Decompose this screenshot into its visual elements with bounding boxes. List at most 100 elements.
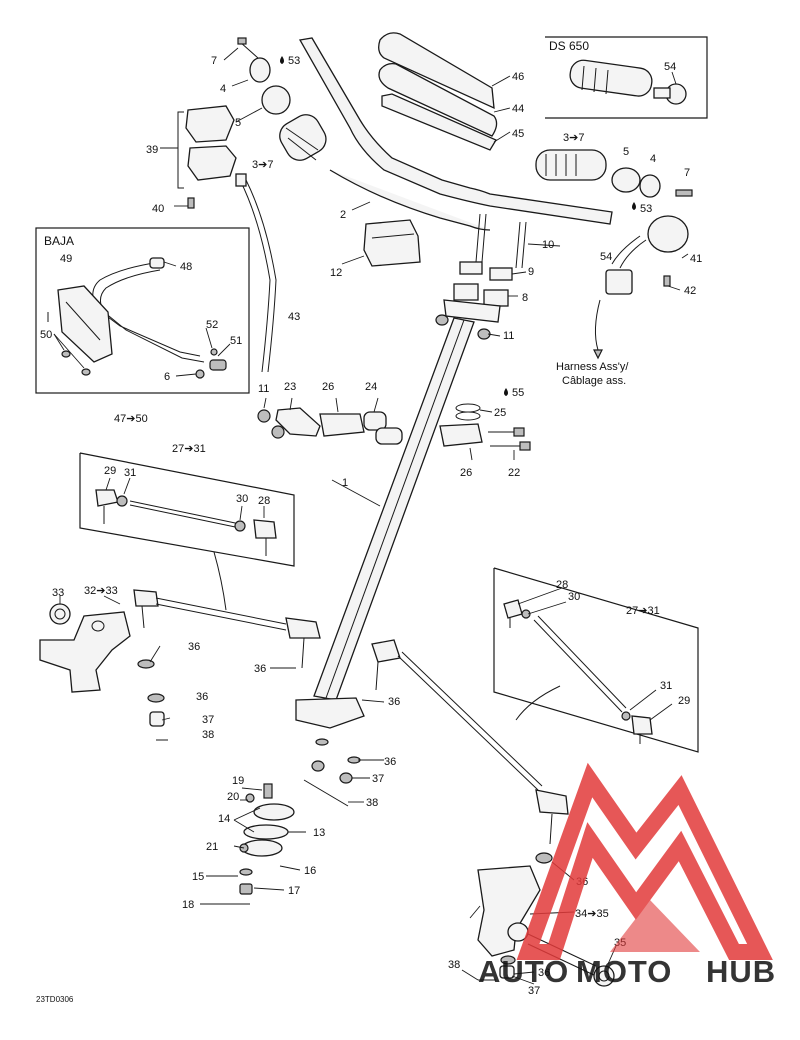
label-36-e: 36 bbox=[384, 756, 396, 768]
label-5-right: 5 bbox=[623, 146, 629, 158]
label-4-left: 4 bbox=[220, 83, 226, 95]
column-lower-parts bbox=[228, 738, 361, 905]
label-11-right: 11 bbox=[503, 330, 514, 342]
logo-mark-icon bbox=[516, 762, 773, 960]
baja-title: BAJA bbox=[44, 234, 74, 248]
label-16: 16 bbox=[304, 865, 316, 877]
label-39: 39 bbox=[146, 144, 158, 156]
label-48: 48 bbox=[180, 261, 192, 273]
label-27to31-right: 27➔31 bbox=[626, 605, 660, 617]
tie-rod-detail-left bbox=[95, 489, 277, 611]
main-tie-rod-left bbox=[133, 589, 321, 669]
label-5-left: 5 bbox=[235, 117, 241, 129]
label-21: 21 bbox=[206, 841, 218, 853]
label-41: 41 bbox=[690, 253, 702, 265]
label-22: 22 bbox=[508, 467, 520, 479]
label-6: 6 bbox=[164, 371, 170, 383]
label-37-a: 37 bbox=[202, 714, 214, 726]
label-33: 33 bbox=[52, 587, 64, 599]
label-46: 46 bbox=[512, 71, 524, 83]
label-3to7-left: 3➔7 bbox=[252, 159, 273, 171]
label-38-b: 38 bbox=[366, 797, 378, 809]
right-knuckle bbox=[477, 865, 615, 987]
label-36-g: 36 bbox=[538, 967, 550, 979]
label-13: 13 bbox=[313, 827, 325, 839]
harness-note-fr: Câblage ass. bbox=[562, 375, 626, 387]
label-54-throttle: 54 bbox=[600, 251, 612, 263]
label-50: 50 bbox=[40, 329, 52, 341]
label-28-right: 28 bbox=[556, 579, 568, 591]
handlebar-cover bbox=[363, 219, 421, 267]
label-7-right: 7 bbox=[684, 167, 690, 179]
label-18: 18 bbox=[182, 899, 194, 911]
label-30-left: 30 bbox=[236, 493, 248, 505]
logo-hub: HUB bbox=[706, 954, 776, 989]
grease-drop-icon bbox=[504, 388, 508, 396]
label-52: 52 bbox=[206, 319, 218, 331]
figure-code: 23TD0306 bbox=[36, 995, 74, 1004]
label-36-b: 36 bbox=[196, 691, 208, 703]
logo-accent-icon bbox=[610, 900, 700, 952]
tie-rod-box-right bbox=[493, 567, 699, 753]
label-4-right: 4 bbox=[650, 153, 656, 165]
label-38-a: 38 bbox=[202, 729, 214, 741]
label-15: 15 bbox=[192, 871, 204, 883]
label-26-bottom: 26 bbox=[460, 467, 472, 479]
right-grip-assembly bbox=[535, 149, 693, 360]
left-knuckle bbox=[39, 603, 168, 741]
drop-icons bbox=[280, 56, 636, 396]
grease-drop-icon bbox=[632, 202, 636, 210]
label-42: 42 bbox=[684, 285, 696, 297]
label-27to31-left: 27➔31 bbox=[172, 443, 206, 455]
label-25: 25 bbox=[494, 407, 506, 419]
part-labels: 1 2 3➔7 3➔7 4 4 5 5 6 7 7 8 9 10 11 11 1… bbox=[36, 55, 702, 1004]
label-12: 12 bbox=[330, 267, 342, 279]
label-37-b: 37 bbox=[372, 773, 384, 785]
watermark-logo: AUTO MOTO HUB bbox=[478, 762, 776, 989]
label-45: 45 bbox=[512, 128, 524, 140]
label-10: 10 bbox=[542, 239, 554, 251]
label-30-right: 30 bbox=[568, 591, 580, 603]
tie-rod-detail-right bbox=[503, 599, 653, 744]
label-29-left: 29 bbox=[104, 465, 116, 477]
label-11-left: 11 bbox=[258, 383, 269, 395]
ds650-box: DS 650 bbox=[545, 36, 708, 119]
label-51: 51 bbox=[230, 335, 242, 347]
label-19: 19 bbox=[232, 775, 244, 787]
label-24: 24 bbox=[365, 381, 377, 393]
label-31-right: 31 bbox=[660, 680, 672, 692]
left-grip-assembly bbox=[185, 37, 327, 373]
label-1: 1 bbox=[342, 477, 348, 489]
handlebar-pad bbox=[378, 32, 498, 151]
label-49: 49 bbox=[60, 253, 72, 265]
label-55: 55 bbox=[512, 387, 524, 399]
label-2: 2 bbox=[340, 209, 346, 221]
label-14: 14 bbox=[218, 813, 230, 825]
label-29-right: 29 bbox=[678, 695, 690, 707]
label-23: 23 bbox=[284, 381, 296, 393]
steering-column bbox=[295, 317, 475, 729]
label-9: 9 bbox=[528, 266, 534, 278]
label-36-a: 36 bbox=[188, 641, 200, 653]
main-tie-rod-right bbox=[371, 639, 569, 864]
label-28-left: 28 bbox=[258, 495, 270, 507]
label-36-c: 36 bbox=[254, 663, 266, 675]
ds650-title: DS 650 bbox=[549, 39, 589, 53]
label-38-c: 38 bbox=[448, 959, 460, 971]
handlebar bbox=[298, 37, 613, 231]
label-31-left: 31 bbox=[124, 467, 136, 479]
label-44: 44 bbox=[512, 103, 524, 115]
label-43: 43 bbox=[288, 311, 300, 323]
label-7-left: 7 bbox=[211, 55, 217, 67]
linkage bbox=[257, 403, 531, 451]
label-3to7-right: 3➔7 bbox=[563, 132, 584, 144]
bracket-39 bbox=[177, 111, 184, 189]
label-40: 40 bbox=[152, 203, 164, 215]
label-17: 17 bbox=[288, 885, 300, 897]
baja-box: BAJA bbox=[35, 227, 250, 394]
label-53-left: 53 bbox=[288, 55, 300, 67]
handlebar-clamps bbox=[435, 213, 527, 340]
logo-moto: MOTO bbox=[576, 954, 672, 989]
